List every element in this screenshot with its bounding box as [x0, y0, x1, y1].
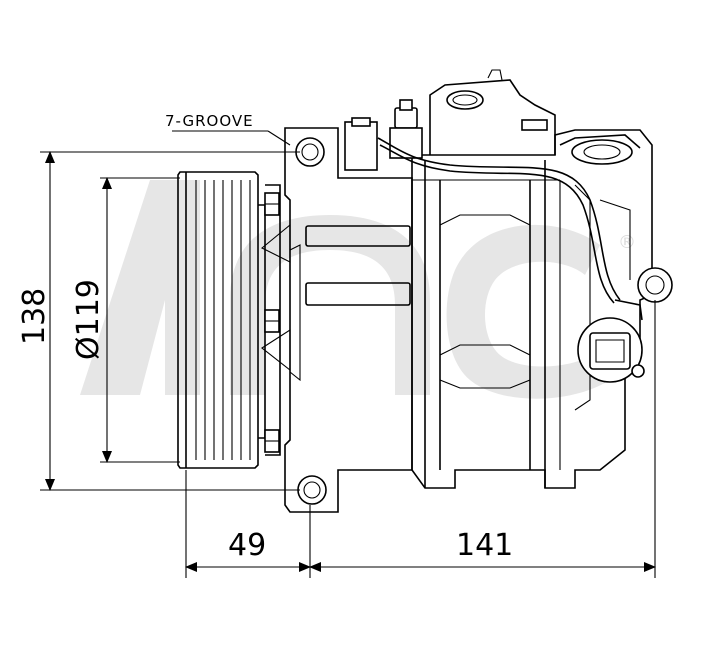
sensor-connector	[344, 99, 423, 171]
rear-port	[559, 134, 641, 165]
clutch-bolts	[264, 192, 280, 453]
body-slot-lower	[305, 282, 411, 306]
pulley-offset-dim-label: 49	[228, 528, 266, 563]
wire-harness	[377, 137, 621, 301]
height-dimension: 138	[17, 151, 300, 491]
pulley-dimension: Ø119	[71, 177, 180, 463]
port-block	[429, 69, 556, 155]
front-housing	[260, 127, 413, 513]
body-length-dim-label: 141	[456, 528, 513, 563]
length-dimensions: 49 141	[185, 300, 656, 578]
top-mount-ear	[295, 137, 325, 167]
pulley-dim-label: Ø119	[71, 279, 106, 360]
watermark-registered-mark: ®	[618, 232, 636, 253]
compressor-body	[411, 129, 653, 489]
groove-label: 7-GROOVE	[165, 112, 254, 130]
height-dim-label: 138	[17, 288, 52, 345]
bottom-mount-ear	[297, 475, 327, 505]
pulley	[177, 171, 281, 469]
clutch-connector	[577, 267, 673, 383]
acr-watermark: ®	[80, 180, 636, 399]
body-slot-upper	[305, 225, 411, 247]
